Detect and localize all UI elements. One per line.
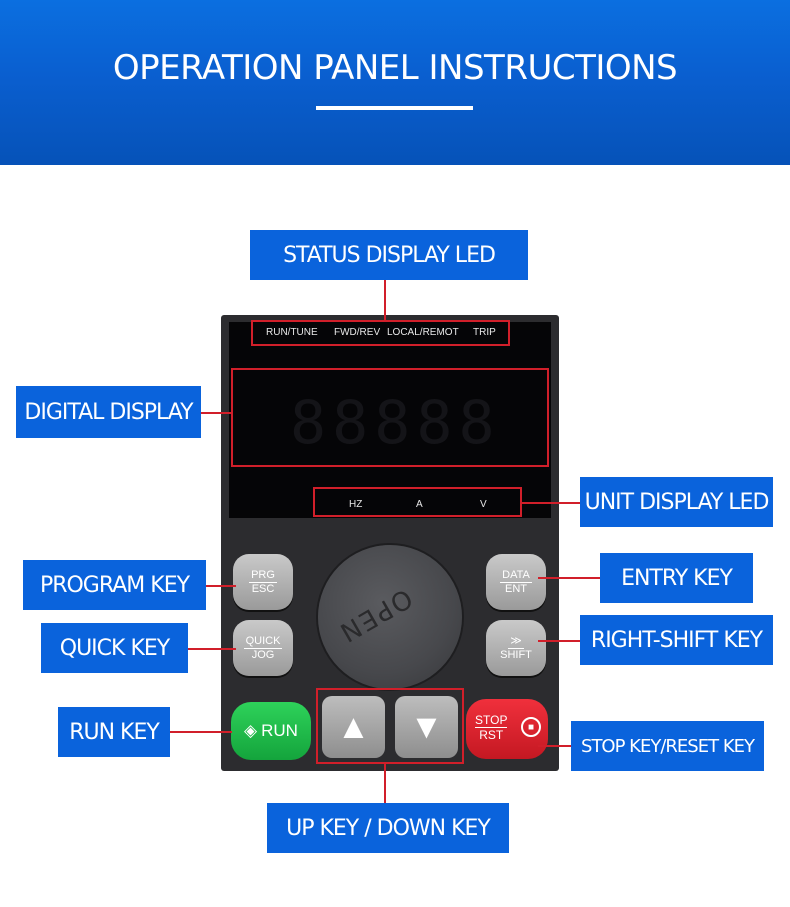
stop-rst-text: STOP RST [475,713,508,742]
quick-key-leader [188,648,236,650]
run-label: RUN [261,721,298,740]
quick-jog-key[interactable]: QUICK JOG [233,620,293,676]
callout-stop-reset-key: STOP KEY/RESET KEY [571,721,764,771]
quick-label: QUICK [243,634,283,649]
status-led-highlight [251,320,510,346]
shift-label: SHIFT [500,648,532,661]
seven-segment-digits: 88888 [290,388,501,458]
unit-led-leader [521,502,581,504]
unit-led-highlight [313,487,522,517]
status-led-leader [384,280,386,321]
display-screen [229,322,551,518]
led-run-tune: RUN/TUNE [266,327,318,338]
shift-key[interactable]: ≫ SHIFT [486,620,546,676]
stop-key-leader [538,745,571,747]
digital-display-leader [201,412,232,414]
up-down-key-leader [384,763,386,803]
unit-led-hz: HZ [349,499,363,510]
data-ent-key[interactable]: DATA ENT [486,554,546,610]
title-underline [316,106,473,110]
page-title: OPERATION PANEL INSTRUCTIONS [112,48,678,88]
up-button[interactable]: ▲ [322,696,385,758]
callout-up-down-key: UP KEY / DOWN KEY [267,803,509,853]
down-arrow-icon: ▼ [409,707,444,746]
stop-circle-icon: ■ [521,717,541,737]
potentiometer-knob[interactable] [318,545,462,689]
arrow-keys-highlight [316,688,464,764]
up-arrow-icon: ▲ [336,707,371,746]
down-button[interactable]: ▼ [395,696,458,758]
unit-led-a: A [416,499,423,510]
unit-led-v: V [480,499,487,510]
run-diamond-icon: ◈ [244,721,258,740]
rst-label: RST [479,728,504,742]
run-key-leader [170,731,232,733]
jog-label: JOG [251,648,275,661]
program-key-leader [206,585,236,587]
callout-status-display-led: STATUS DISPLAY LED [250,230,528,280]
prg-label: PRG [249,568,277,583]
callout-run-key: RUN KEY [58,707,170,757]
led-local-remot: LOCAL/REMOT [387,327,459,338]
callout-entry-key: ENTRY KEY [600,553,753,603]
callout-quick-key: QUICK KEY [41,623,188,673]
led-fwd-rev: FWD/REV [334,327,381,338]
ent-label: ENT [505,582,527,595]
led-trip: TRIP [473,327,496,338]
esc-label: ESC [251,582,275,595]
stop-label: STOP [475,713,508,728]
run-button[interactable]: ◈ RUN [231,702,311,760]
prg-esc-key[interactable]: PRG ESC [233,554,293,610]
callout-right-shift-key: RIGHT-SHIFT KEY [580,615,773,665]
callout-digital-display: DIGITAL DISPLAY [16,386,201,438]
page-header: OPERATION PANEL INSTRUCTIONS [0,0,790,165]
digital-display-highlight [231,368,549,467]
data-label: DATA [500,568,532,583]
stop-reset-button[interactable]: STOP RST ■ [466,699,548,759]
entry-key-leader [538,577,600,579]
right-shift-key-leader [538,640,580,642]
callout-unit-display-led: UNIT DISPLAY LED [580,477,773,527]
shift-chevron-icon: ≫ [508,634,524,649]
callout-program-key: PROGRAM KEY [23,560,206,610]
